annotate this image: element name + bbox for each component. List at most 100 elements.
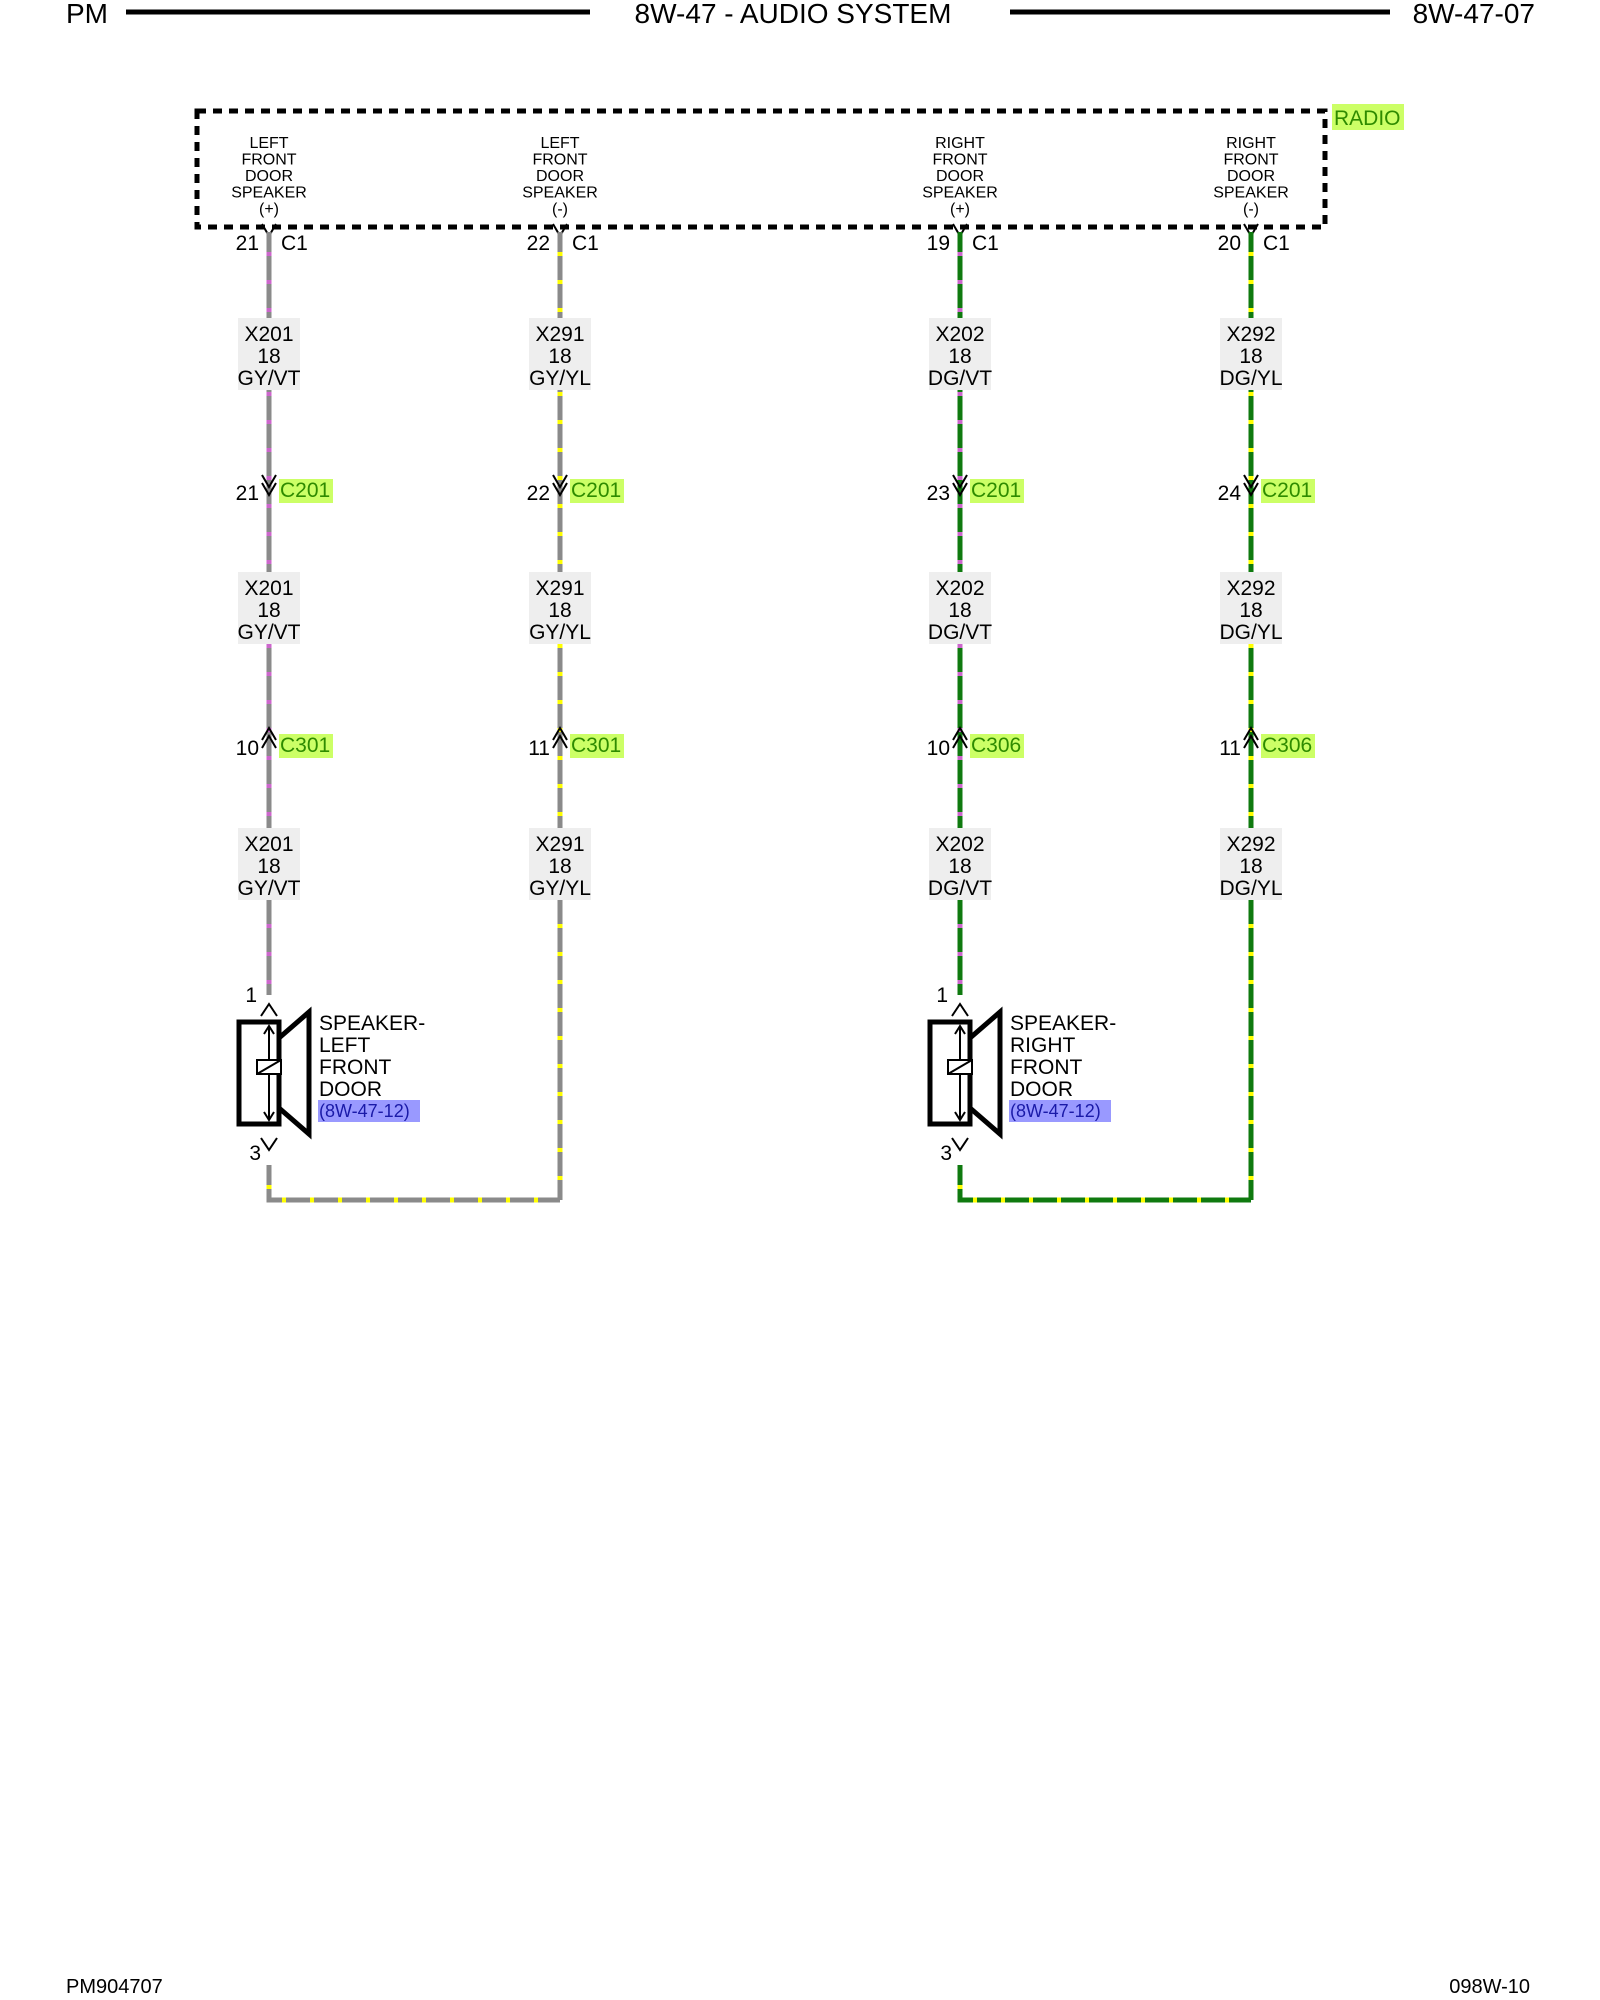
circuit-label-box — [1220, 572, 1282, 644]
radio-terminal-label: RIGHT — [1226, 135, 1276, 152]
circuit-id: X291 — [535, 577, 584, 600]
circuit-gauge: 18 — [257, 345, 280, 368]
speaker-label: SPEAKER- — [1010, 1012, 1116, 1035]
wire-return-left — [266, 1165, 560, 1203]
circuit-color: GY/VT — [237, 367, 300, 390]
wire-return-right-tracer — [957, 1165, 1251, 1203]
circuit-label-box — [1220, 318, 1282, 390]
radio-terminal-label: LEFT — [540, 135, 579, 152]
circuit-gauge: 18 — [548, 345, 571, 368]
inline-chevron — [952, 726, 968, 741]
radio-terminal-label: SPEAKER — [922, 185, 998, 202]
radio-boundary — [194, 108, 1328, 230]
circuit-id: X202 — [935, 833, 984, 856]
inline-chevron — [1243, 482, 1259, 497]
circuit-label-box — [238, 828, 300, 900]
speaker-label: DOOR — [319, 1078, 382, 1101]
inline-chevron — [952, 474, 968, 489]
inline-chevron — [552, 474, 568, 489]
circuit-color: DG/VT — [928, 367, 992, 390]
circuit-id: X291 — [535, 323, 584, 346]
inline-chevron — [1243, 474, 1259, 489]
inline-chevron — [1243, 734, 1259, 749]
circuit-gauge: 18 — [1239, 599, 1262, 622]
inline-chevron — [261, 474, 277, 489]
speaker-ref: (8W-47-12) — [1010, 1101, 1101, 1121]
speaker-lead-arrow — [954, 1024, 966, 1035]
radio-terminal-label: FRONT — [241, 152, 296, 169]
radio-terminal-label: (+) — [259, 201, 279, 218]
inline-connector-id: C306 — [1262, 734, 1312, 757]
header-title: 8W-47 - AUDIO SYSTEM — [635, 0, 952, 29]
radio-terminal-label: DOOR — [936, 168, 984, 185]
inline-pin-number: 11 — [1219, 737, 1241, 760]
radio-terminal-label: (-) — [552, 201, 568, 218]
inline-connector-highlight — [279, 734, 333, 758]
circuit-gauge: 18 — [948, 599, 971, 622]
circuit-color: DG/VT — [928, 621, 992, 644]
speaker-lead-arrow — [263, 1024, 275, 1035]
speaker-label: DOOR — [1010, 1078, 1073, 1101]
speaker-pin-top: 1 — [936, 984, 948, 1007]
circuit-gauge: 18 — [1239, 345, 1262, 368]
circuit-id: X202 — [935, 577, 984, 600]
circuit-label-box — [1220, 828, 1282, 900]
inline-connector-highlight — [570, 479, 624, 503]
inline-connector-highlight — [970, 479, 1024, 503]
speaker-lead-arrow — [263, 1111, 275, 1122]
radio-terminal-label: SPEAKER — [1213, 185, 1289, 202]
page-header: PM 8W-47 - AUDIO SYSTEM 8W-47-07 — [66, 0, 1535, 29]
radio-terminal-label: (+) — [950, 201, 970, 218]
inline-chevron — [552, 482, 568, 497]
circuit-gauge: 18 — [548, 599, 571, 622]
circuit-label-box — [238, 572, 300, 644]
circuit-id: X201 — [244, 577, 293, 600]
circuit-color: GY/YL — [529, 877, 591, 900]
speaker-label: FRONT — [319, 1056, 391, 1079]
speaker-label: SPEAKER- — [319, 1012, 425, 1035]
circuit-label-box — [238, 318, 300, 390]
radio-terminal-label: FRONT — [1223, 152, 1278, 169]
speaker-ref-highlight — [318, 1100, 420, 1122]
inline-pin-number: 22 — [527, 482, 550, 505]
inline-connector-id: C201 — [971, 479, 1021, 502]
inline-chevron — [1243, 726, 1259, 741]
radio-terminal-label: DOOR — [245, 168, 293, 185]
inline-pin-number: 21 — [236, 482, 259, 505]
inline-connector-id: C301 — [571, 734, 621, 757]
circuit-label-box — [929, 572, 991, 644]
inline-chevron — [261, 726, 277, 741]
circuit-color: DG/YL — [1219, 877, 1282, 900]
speaker-pin-top: 1 — [245, 984, 257, 1007]
pin-chevron — [260, 1137, 278, 1152]
radio-terminal-label: DOOR — [536, 168, 584, 185]
speaker-label: FRONT — [1010, 1056, 1082, 1079]
radio-connector-id: C1 — [1263, 232, 1290, 255]
inline-connector-highlight — [1261, 479, 1315, 503]
footer-right: 098W-10 — [1449, 1976, 1530, 1998]
speaker-cone — [277, 1006, 312, 1140]
inline-connector-id: C201 — [1262, 479, 1312, 502]
inline-connector-id: C201 — [280, 479, 330, 502]
radio-terminal-label: (-) — [1243, 201, 1259, 218]
inline-pin-number: 11 — [528, 737, 550, 760]
header-left: PM — [66, 0, 108, 29]
radio-terminal-label: DOOR — [1227, 168, 1275, 185]
circuit-label-box — [529, 828, 591, 900]
circuit-id: X292 — [1226, 833, 1275, 856]
speaker-pin-bottom: 3 — [940, 1142, 952, 1165]
radio-pin-number: 22 — [527, 232, 550, 255]
inline-connector-highlight — [1261, 734, 1315, 758]
speaker-ref-highlight — [1009, 1100, 1111, 1122]
wires — [266, 232, 1254, 1203]
inline-connector-highlight — [279, 479, 333, 503]
circuit-color: GY/VT — [237, 621, 300, 644]
inline-chevron — [552, 726, 568, 741]
radio-pin-number: 21 — [236, 232, 259, 255]
circuit-label-box — [929, 828, 991, 900]
